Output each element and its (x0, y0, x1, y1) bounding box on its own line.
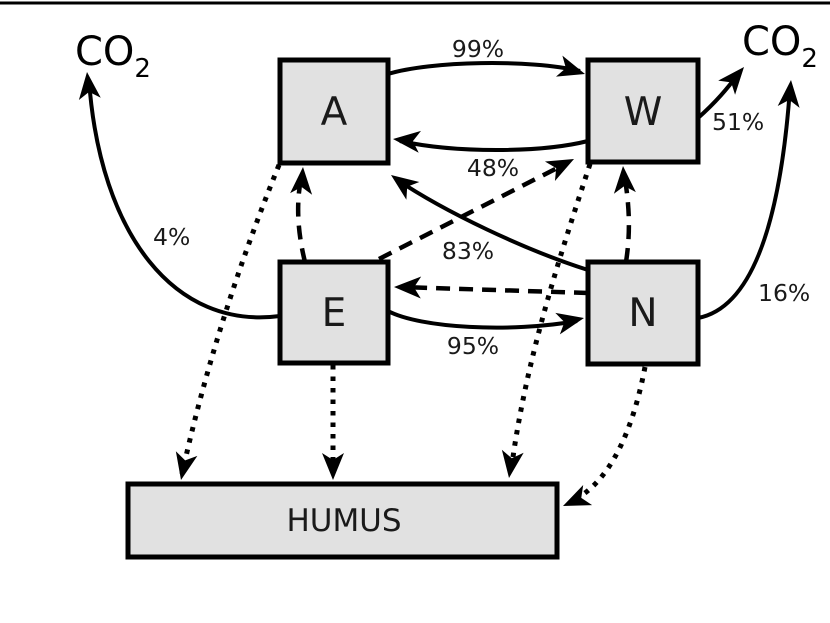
node-a-label: A (321, 90, 348, 135)
edge-w-to-humus (501, 163, 593, 478)
flow-label-w-to-co2: 51% (712, 108, 764, 136)
edge-e-to-n (387, 309, 584, 335)
edge-n-to-a (391, 175, 589, 272)
arrowhead (501, 449, 524, 478)
arrowhead (393, 130, 422, 153)
node-n-label: N (628, 291, 657, 336)
node-e-label: E (322, 291, 347, 336)
co2-right-label: CO2 (742, 19, 818, 74)
node-e-box (277, 259, 391, 366)
arrowhead (175, 451, 198, 480)
node-w-box (585, 57, 701, 165)
node-humus-box (125, 481, 560, 560)
arrowhead (391, 175, 420, 200)
flow-label-a-to-w: 99% (452, 35, 504, 63)
edge-e-to-w (377, 159, 574, 262)
node-humus: HUMUS (125, 481, 560, 560)
arrowhead (544, 159, 574, 182)
edge-n-to-co2-right (697, 80, 800, 320)
edge-a-to-humus (175, 164, 282, 480)
flow-label-n-to-a: 83% (442, 237, 494, 265)
node-a-box (277, 57, 391, 166)
node-w-label: W (624, 90, 663, 135)
edge-e-to-co2-left (78, 72, 281, 320)
flow-label-e-to-n: 95% (447, 332, 499, 360)
arrowhead (322, 453, 344, 480)
flow-label-e-to-co2: 4% (153, 223, 190, 251)
node-a: A (277, 57, 391, 166)
arrowhead (555, 312, 584, 335)
flow-label-w-to-a: 48% (467, 154, 519, 182)
edge-n-to-w (613, 166, 636, 263)
edge-w-to-a (393, 130, 589, 153)
edge-n-to-humus (563, 366, 648, 506)
edge-e-to-a (290, 167, 313, 263)
flow-label-n-to-co2: 16% (758, 279, 810, 307)
arrowhead (777, 80, 800, 108)
edge-e-to-humus (322, 365, 344, 480)
node-w: W (585, 57, 701, 165)
arrowhead (394, 276, 422, 299)
node-n-box (585, 259, 701, 367)
edge-a-to-w (387, 55, 585, 77)
edge-n-to-e (394, 276, 589, 299)
arrowhead (290, 167, 313, 195)
arrowhead (613, 166, 636, 194)
arrowhead (78, 72, 101, 101)
arrowhead (718, 67, 744, 95)
node-n: N (585, 259, 701, 367)
arrowhead (555, 55, 585, 77)
node-humus-label: HUMUS (286, 503, 401, 539)
edge-w-to-co2-right (696, 67, 744, 120)
node-e: E (277, 259, 391, 366)
co2-left-label: CO2 (75, 29, 151, 84)
arrowhead (563, 484, 593, 506)
